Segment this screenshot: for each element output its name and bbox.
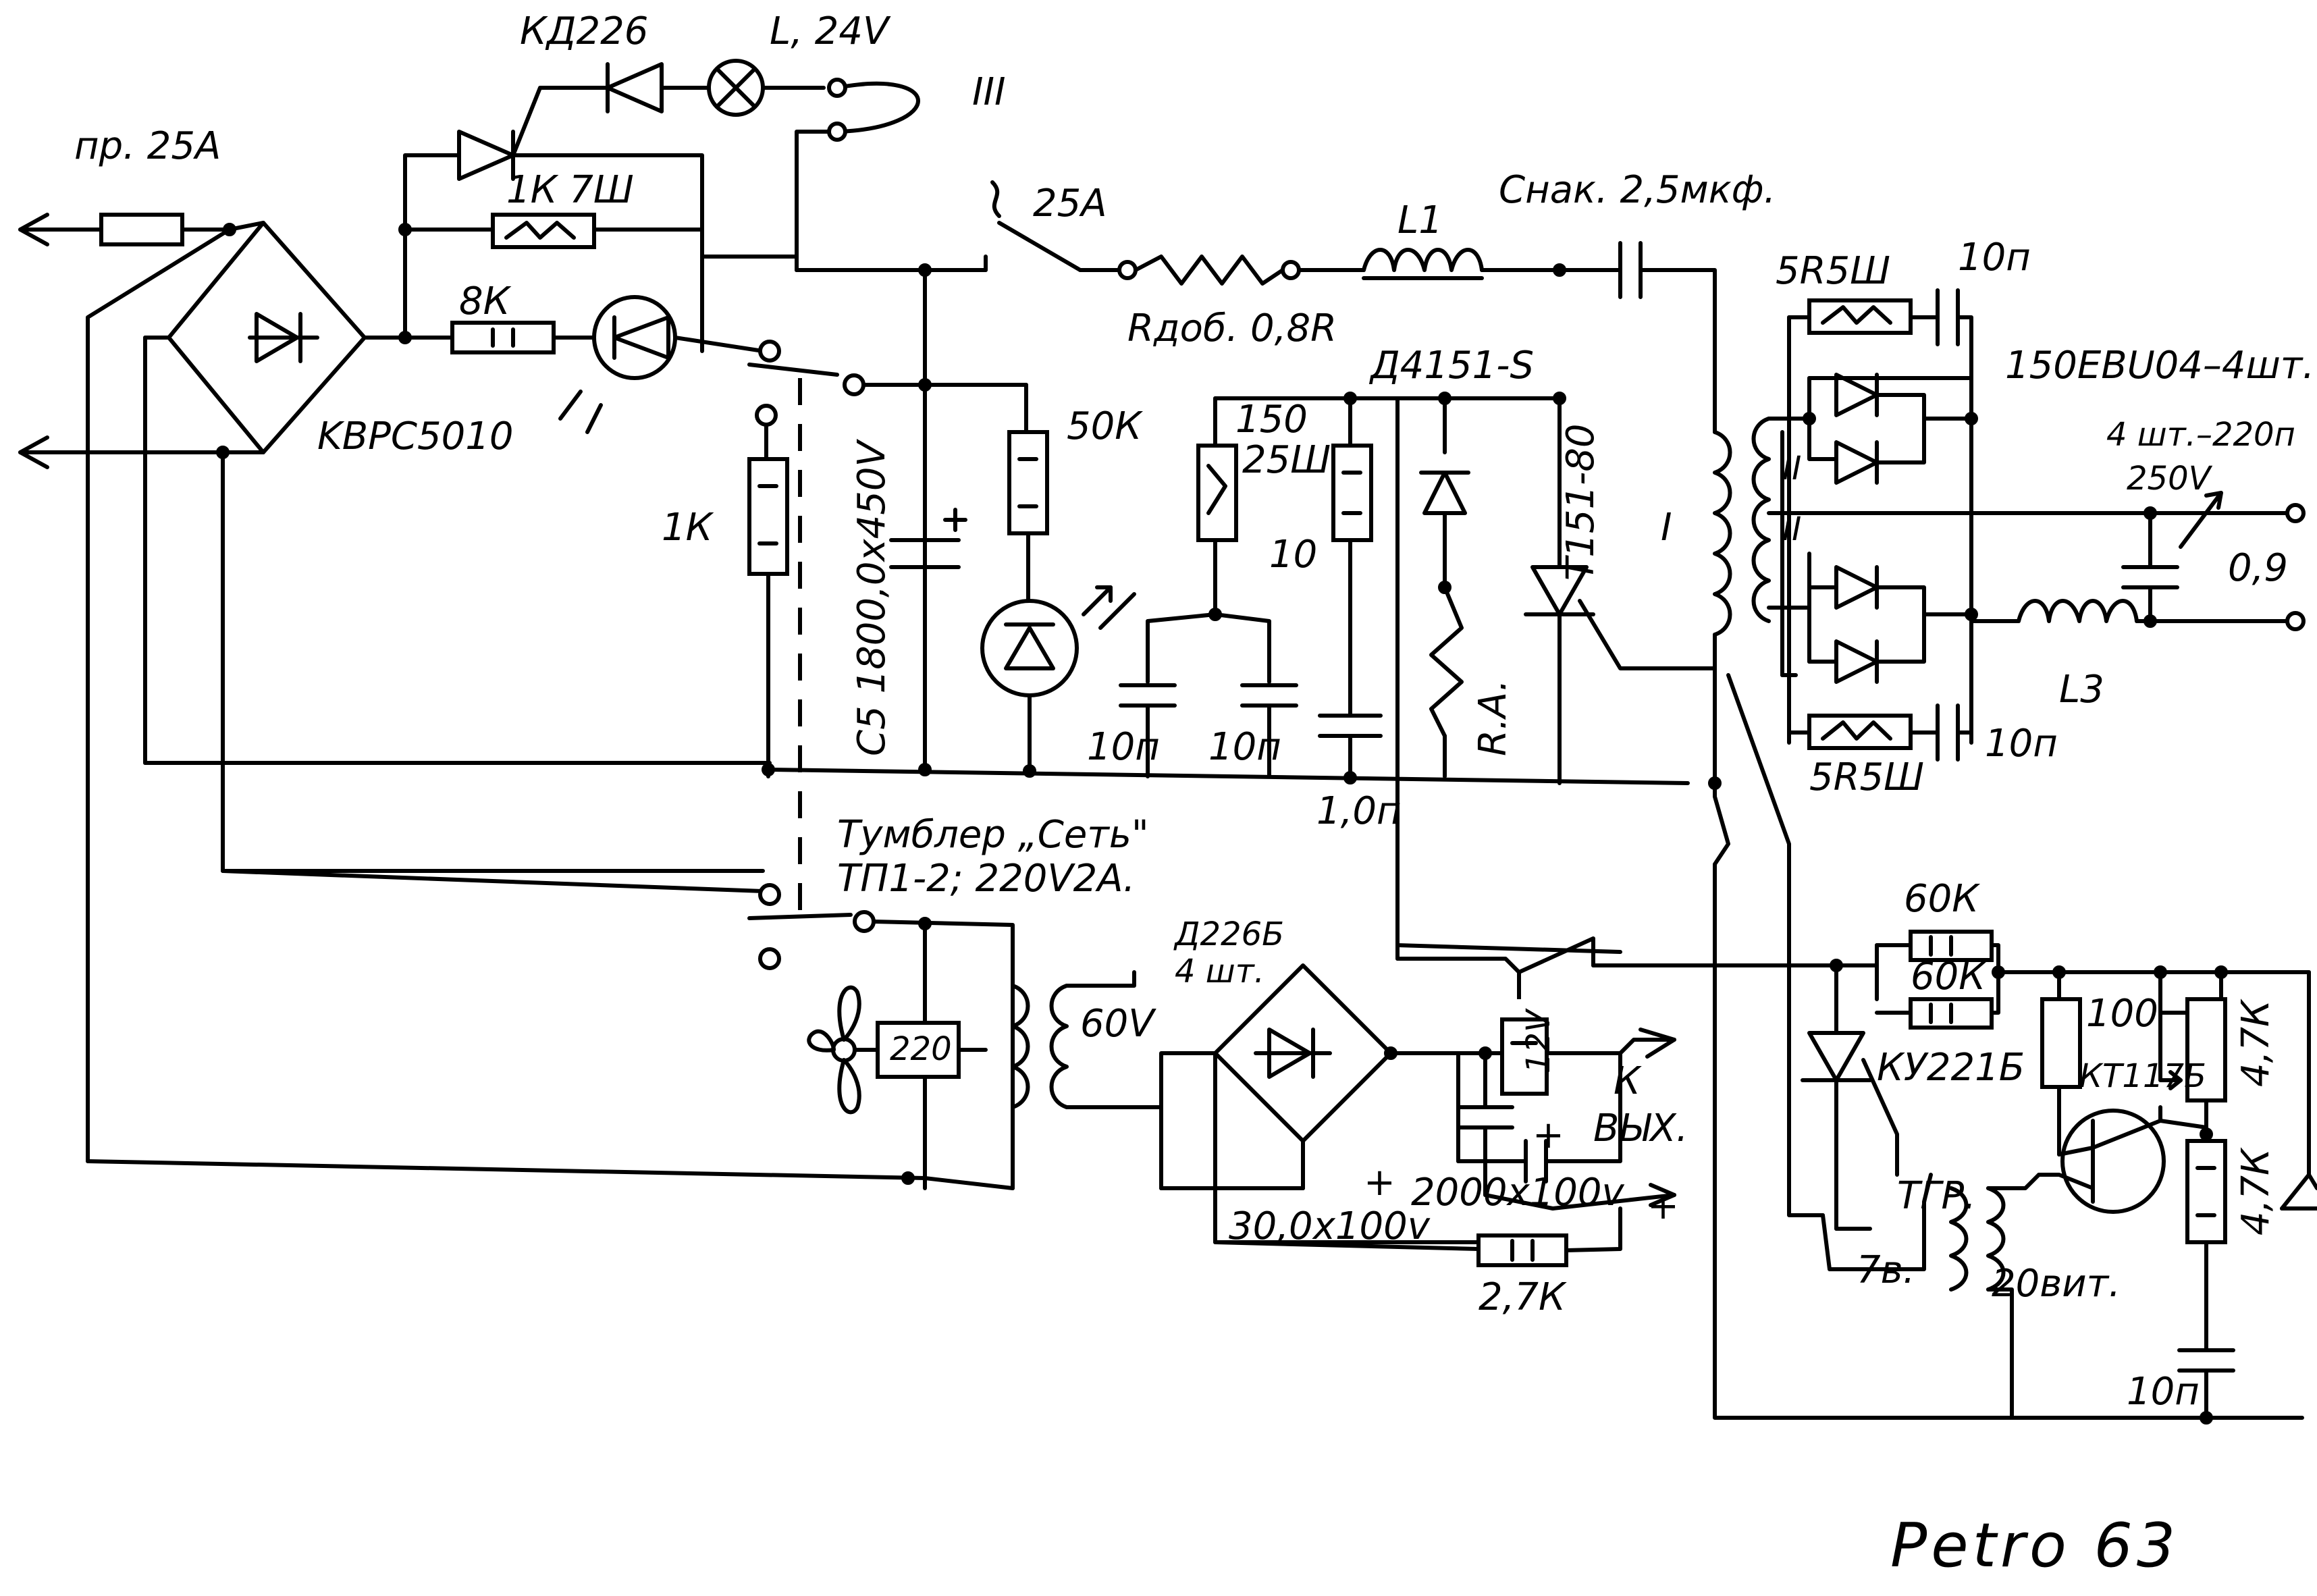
label-caps-250v: 250V [2127,460,2213,498]
label-cap-10n-bot: 10п [1985,722,2058,766]
label-plus-1: + [1364,1161,1395,1204]
label-res-50k: 50К [1067,404,1143,448]
main-switch-area [747,340,1028,925]
label-cap-30: 30,0x100v [1229,1204,1431,1248]
bottom-rail [143,761,1690,785]
control-supply [86,869,1305,1190]
label-out-k: К [1614,1059,1642,1103]
aux-output [1213,1017,1676,1267]
label-res-60k-b: 60К [1911,955,1987,999]
label-res-5r5w-bot: 5R5Ш [1809,755,1924,799]
label-out-vyh: ВЫХ. [1593,1107,1688,1150]
rc-snubber-group [1119,392,1717,954]
control-switch [1395,936,1838,1019]
label-winding-3: III [972,70,1006,114]
label-plus-3: + [1647,1184,1679,1228]
label-res-4-7k-a: 4,7К [2234,999,2278,1087]
label-res-150-w: 25Ш [1242,438,1331,482]
label-res-100: 100 [2086,992,2158,1036]
label-res-5r5w-top: 5R5Ш [1776,249,1890,293]
label-diodes-150: 150EBU04–4шт. [2005,344,2314,388]
label-lamp: L, 24V [770,9,891,53]
aux-bridge [1159,963,1622,1244]
label-res-10: 10 [1269,533,1317,577]
label-w-20: 20вит. [1992,1262,2121,1306]
output-rectifier [1767,288,2306,762]
main-transformer [1708,417,2304,1420]
label-cap-2000: 2000x100v [1411,1171,1625,1215]
label-winding-2a: II [1782,450,1801,487]
label-fuse: пр. 25А [74,124,221,168]
label-res-1k: 1К [662,506,714,550]
label-winding-2b: II [1782,510,1801,548]
label-res-ra: R.A. [1471,679,1515,756]
label-cap-10n-b: 10п [1208,725,1281,769]
label-choke-l3: L3 [2059,668,2104,712]
label-plus-2: + [1533,1113,1564,1157]
label-thyr-ku: КУ221Б [1877,1046,2025,1090]
label-toggle-2: ТП1-2; 220V2А. [837,857,1135,901]
bridge-output-branch [398,59,920,434]
label-bridge-d226-count: 4 шт. [1175,953,1264,990]
label-res-4-7k-b: 4,7К [2234,1147,2278,1235]
mains-input [18,213,236,469]
label-breaker-25a: 25А [1033,182,1107,225]
label-res-150: 150 [1235,398,1308,442]
label-t151: T151-80 [1559,423,1603,581]
label-res-60k-a: 60К [1904,877,1980,921]
label-cap-1-0n: 1,0п [1316,789,1402,833]
label-bridge-main: KBPC5010 [317,415,514,458]
label-toggle-1: Тумблер „Сеть" [837,813,1149,857]
label-cap-main: C5 1800,0x450V [850,438,894,756]
label-res-1k7w: 1К 7Ш [506,168,634,212]
label-cap-10n-top: 10п [1958,236,2031,280]
label-fan-220: 220 [890,1030,952,1068]
signature: Petro 63 [1890,1510,2179,1581]
label-cap-10n-c: 10п [2127,1370,2200,1414]
label-res-2-7k: 2,7К [1479,1275,1567,1319]
label-cap-10n-a: 10п [1087,725,1160,769]
label-cnak: Снак. 2,5мкф. [1499,168,1776,212]
filter-cap-and-led [889,378,1136,772]
label-caps-220n: 4 шт.–220п [2106,416,2295,454]
labels: пр. 25А КД226 L, 24V III 1К 7Ш 8К KBPC50… [74,9,2314,1581]
label-bridge-d226: Д226Б [1173,915,1284,953]
pulse-generator [1726,430,2317,1425]
label-res-8k: 8К [459,280,512,323]
label-choke-l1: L1 [1397,198,1443,242]
label-trans-60v: 60V [1080,1002,1156,1046]
label-zener-12v: 12V [1520,1008,1557,1073]
label-winding-1: I [1661,506,1672,550]
label-rdob: Rдоб. 0,8R [1127,307,1337,350]
label-w-7: 7в. [1857,1248,1915,1292]
label-d4151: Д4151-S [1368,344,1534,388]
label-tgr: ТГР. [1897,1174,1976,1218]
label-tr-kt: КТ117Б [2079,1057,2206,1095]
label-kd226: КД226 [520,9,648,53]
label-cap-09: 0,9 [2228,546,2288,590]
